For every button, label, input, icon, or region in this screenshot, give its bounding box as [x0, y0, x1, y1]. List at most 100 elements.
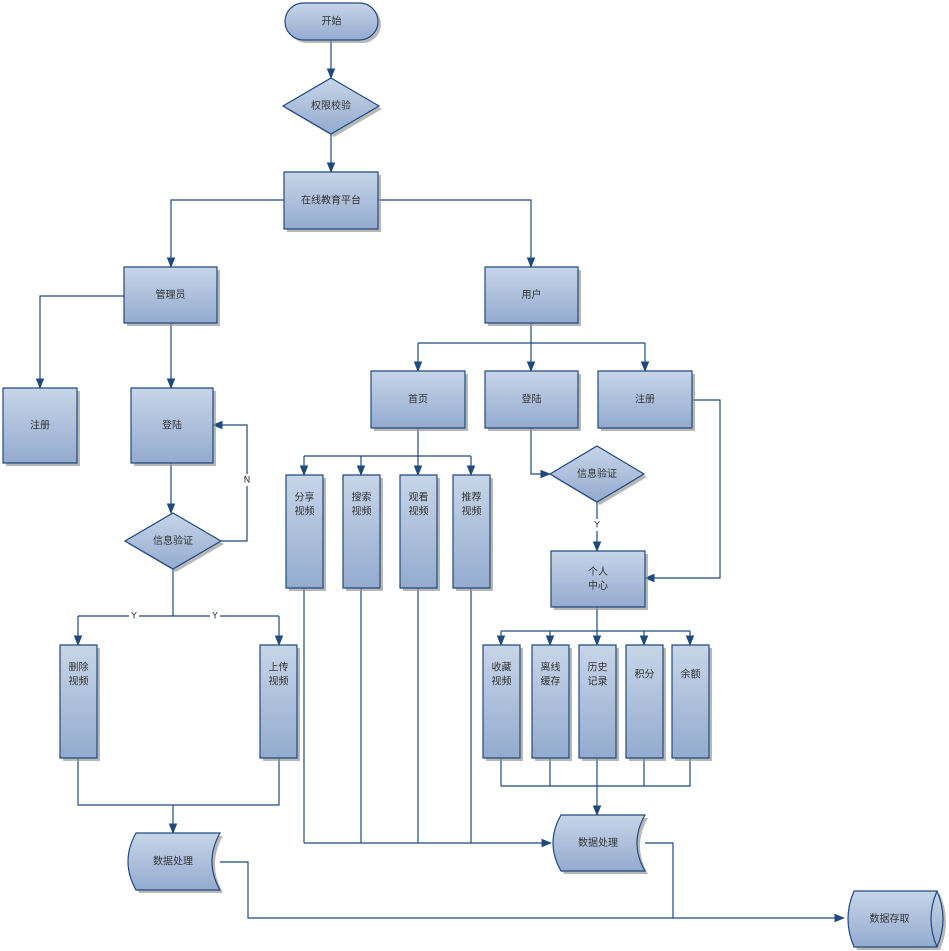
node-data-access: 数据存取 — [847, 890, 946, 950]
rect-shape — [370, 370, 466, 429]
edge-labels: N Y Y Y — [129, 474, 602, 622]
node-label: 视频 — [269, 675, 289, 688]
node-balance: 余额 — [671, 644, 712, 761]
edge-videos-merge — [303, 588, 472, 843]
node-label: 上传 — [269, 662, 289, 674]
node-label: 数据处理 — [153, 855, 193, 868]
edge-center-split — [501, 607, 690, 632]
node-admin: 管理员 — [123, 266, 220, 326]
node-label: 积分 — [635, 669, 655, 681]
edge-platform-user — [378, 199, 536, 269]
node-admin-login: 登陆 — [130, 387, 216, 466]
node-label: 视频 — [295, 505, 315, 518]
node-label: 推荐 — [462, 491, 482, 504]
rect-shape — [130, 387, 214, 464]
edge-admin-dp-access — [220, 861, 846, 923]
node-start: 开始 — [284, 2, 381, 43]
diamond-shape — [281, 77, 381, 135]
rect-shape — [550, 550, 646, 608]
rect-shape — [625, 644, 664, 759]
diamond-shape — [123, 512, 223, 570]
node-label: 注册 — [635, 393, 655, 406]
edge-admin-merge — [77, 758, 280, 806]
node-label: 信息验证 — [577, 467, 617, 480]
node-label: 删除 — [69, 661, 89, 674]
node-label: 离线 — [541, 661, 561, 674]
label-yes: Y — [211, 612, 218, 622]
node-label: 视频 — [69, 675, 89, 688]
node-label: 余额 — [681, 668, 701, 681]
node-label: 登陆 — [162, 419, 182, 432]
rect-shape — [399, 474, 438, 589]
cylinder-edge — [930, 890, 938, 948]
node-platform: 在线教育平台 — [283, 171, 381, 232]
node-label: 个人 — [588, 566, 608, 578]
node-label: 视频 — [462, 505, 482, 518]
node-admin-verify: 信息验证 — [123, 512, 224, 572]
rect-shape — [671, 644, 710, 759]
node-label: 数据处理 — [578, 836, 618, 849]
rect-shape — [597, 370, 693, 429]
node-label: 收藏 — [492, 661, 512, 674]
edge-home-split — [304, 428, 471, 457]
edge-admin-register — [35, 295, 124, 390]
node-label: 权限校验 — [311, 99, 351, 112]
edge-login-user-verify — [530, 428, 552, 479]
node-label: 登陆 — [522, 393, 542, 406]
edge-platform-admin — [166, 199, 284, 269]
rect-shape — [531, 644, 570, 759]
node-label: 信息验证 — [153, 534, 193, 547]
node-label: 管理员 — [156, 288, 186, 301]
edge-user-dp-access — [645, 842, 674, 918]
rect-shape — [2, 387, 78, 464]
node-label: 注册 — [30, 419, 50, 432]
rect-shape — [484, 370, 579, 429]
node-user: 用户 — [484, 266, 581, 326]
edge-verify-no — [211, 420, 248, 542]
node-label: 视频 — [492, 675, 512, 688]
node-user-login: 登陆 — [484, 370, 581, 431]
node-label: 历史 — [588, 662, 608, 674]
node-user-data-proc: 数据处理 — [552, 814, 648, 874]
rect-shape — [484, 266, 579, 324]
node-label: 记录 — [588, 676, 608, 688]
node-home: 首页 — [370, 370, 468, 431]
diamond-shape — [548, 445, 646, 503]
node-label: 用户 — [522, 288, 542, 301]
rect-shape — [285, 474, 324, 589]
node-admin-register: 注册 — [2, 387, 80, 466]
rect-shape — [59, 644, 98, 759]
edge-center-merge — [500, 758, 691, 787]
node-label: 分享 — [295, 491, 315, 504]
node-user-verify: 信息验证 — [548, 445, 647, 505]
node-label: 观看 — [409, 491, 429, 504]
rect-shape — [452, 474, 491, 589]
node-label: 首页 — [408, 393, 428, 406]
node-label: 开始 — [322, 15, 342, 28]
node-label: 视频 — [352, 505, 372, 518]
label-yes: Y — [130, 612, 137, 622]
edge-verify-yes — [78, 569, 279, 617]
rect-shape — [342, 474, 381, 589]
node-label: 搜索 — [352, 491, 372, 504]
node-points: 积分 — [625, 644, 666, 761]
node-label: 缓存 — [541, 675, 561, 688]
node-user-register: 注册 — [597, 370, 695, 431]
edges — [35, 40, 846, 923]
node-perm-check: 权限校验 — [281, 77, 382, 137]
rect-shape — [482, 644, 521, 759]
rect-shape — [123, 266, 218, 324]
pill-shape — [284, 2, 379, 41]
